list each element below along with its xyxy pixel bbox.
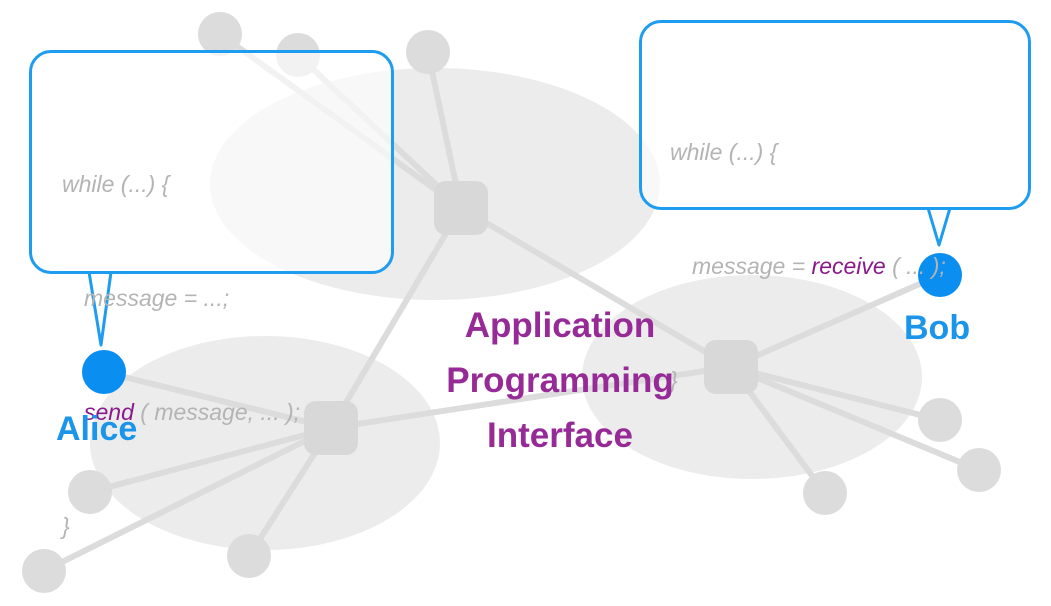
node xyxy=(68,470,112,514)
bob-label: Bob xyxy=(904,309,971,347)
link xyxy=(728,364,982,473)
code-line: message = receive ( ... ); xyxy=(670,247,1028,285)
endpoints xyxy=(82,253,962,394)
receive-function: receive xyxy=(811,253,886,279)
code-line: message = ...; xyxy=(84,285,230,311)
link xyxy=(101,369,334,431)
send-function: send xyxy=(84,399,134,425)
api-label: Application Programming Interface xyxy=(410,298,710,463)
node xyxy=(957,448,1001,492)
bob-endpoint xyxy=(918,253,962,297)
bob-callout-tail xyxy=(926,207,952,247)
node xyxy=(803,471,847,515)
link xyxy=(458,205,734,370)
router-top xyxy=(434,181,488,235)
code-line: } xyxy=(670,367,678,393)
send-arguments: ( message, ... ); xyxy=(133,399,301,425)
alice-endpoint xyxy=(82,350,126,394)
code-line: } xyxy=(62,513,70,539)
node xyxy=(406,30,450,74)
router-right xyxy=(704,340,758,394)
node xyxy=(22,549,66,593)
link xyxy=(728,364,943,423)
api-label-line: Interface xyxy=(487,416,633,455)
router-left xyxy=(304,401,358,455)
link xyxy=(328,364,734,431)
network-routers xyxy=(304,181,758,455)
link xyxy=(41,425,334,574)
alice-callout-tail xyxy=(87,271,113,347)
node xyxy=(918,398,962,442)
node xyxy=(227,534,271,578)
alice-code-callout: while (...) { message = ...; send ( mess… xyxy=(29,50,394,539)
api-label-line: Programming xyxy=(446,361,674,400)
api-label-line: Application xyxy=(464,306,656,345)
code-line: while (...) { xyxy=(62,171,170,197)
code-line: while (...) { xyxy=(670,139,778,165)
bob-code-callout: while (...) { message = receive ( ... );… xyxy=(639,20,1031,393)
link xyxy=(328,205,464,431)
code-line: send ( message, ... ); xyxy=(62,393,391,431)
receive-arguments: ( ... ); xyxy=(885,253,946,279)
assignment-prefix: message = xyxy=(692,253,812,279)
link xyxy=(87,425,334,495)
link xyxy=(728,272,943,370)
callout-tails xyxy=(87,207,952,347)
alice-label: Alice xyxy=(56,410,138,448)
node xyxy=(198,12,242,56)
